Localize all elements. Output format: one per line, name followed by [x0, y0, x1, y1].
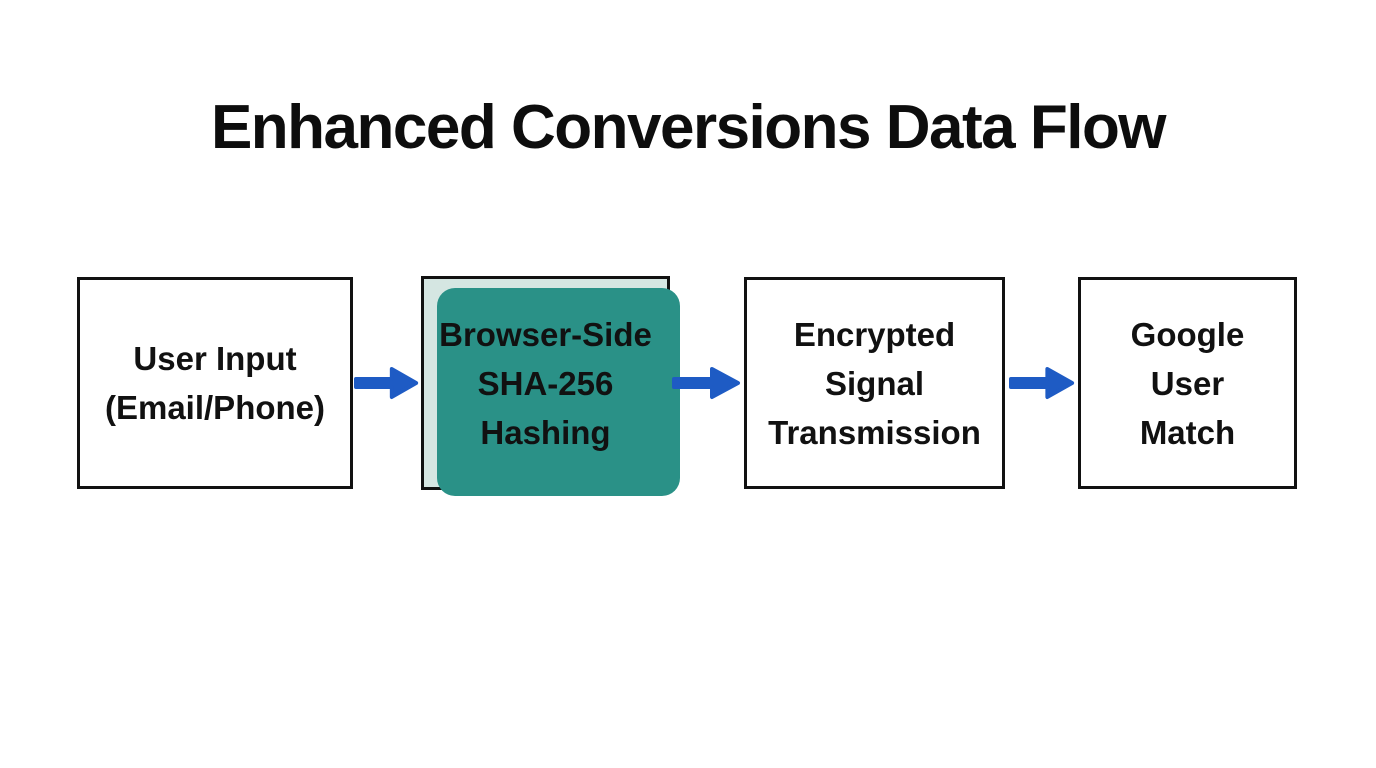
flow-node-label: Browser-Side SHA-256 Hashing	[439, 310, 652, 457]
flow-node-user-input: User Input (Email/Phone)	[77, 277, 353, 489]
label-line: User Input	[133, 340, 297, 377]
flow-node-label: Encrypted Signal Transmission	[768, 310, 981, 457]
label-line: (Email/Phone)	[104, 389, 326, 426]
flow-arrow-icon	[672, 363, 742, 403]
flow-node-hashing: Browser-Side SHA-256 Hashing	[421, 276, 680, 496]
label-line: SHA-256	[477, 364, 614, 402]
flow-node-label: User Input (Email/Phone)	[105, 334, 325, 432]
label-line: Signal	[824, 364, 925, 402]
label-line: Encrypted	[793, 315, 956, 353]
label-line: Hashing	[480, 413, 611, 451]
label-line: Transmission	[768, 413, 981, 451]
label-line: User	[1150, 364, 1225, 402]
label-line: Match	[1139, 413, 1236, 451]
flow-node-label: Google User Match	[1131, 310, 1245, 457]
flow-arrow-icon	[354, 363, 420, 403]
label-line: Google	[1130, 315, 1245, 353]
diagram-title: Enhanced Conversions Data Flow	[210, 93, 1167, 162]
flow-node-google-match: Google User Match	[1078, 277, 1297, 489]
label-line: Browser-Side	[439, 315, 652, 353]
flow-node-transmission: Encrypted Signal Transmission	[744, 277, 1005, 489]
flow-arrow-icon	[1009, 363, 1076, 403]
